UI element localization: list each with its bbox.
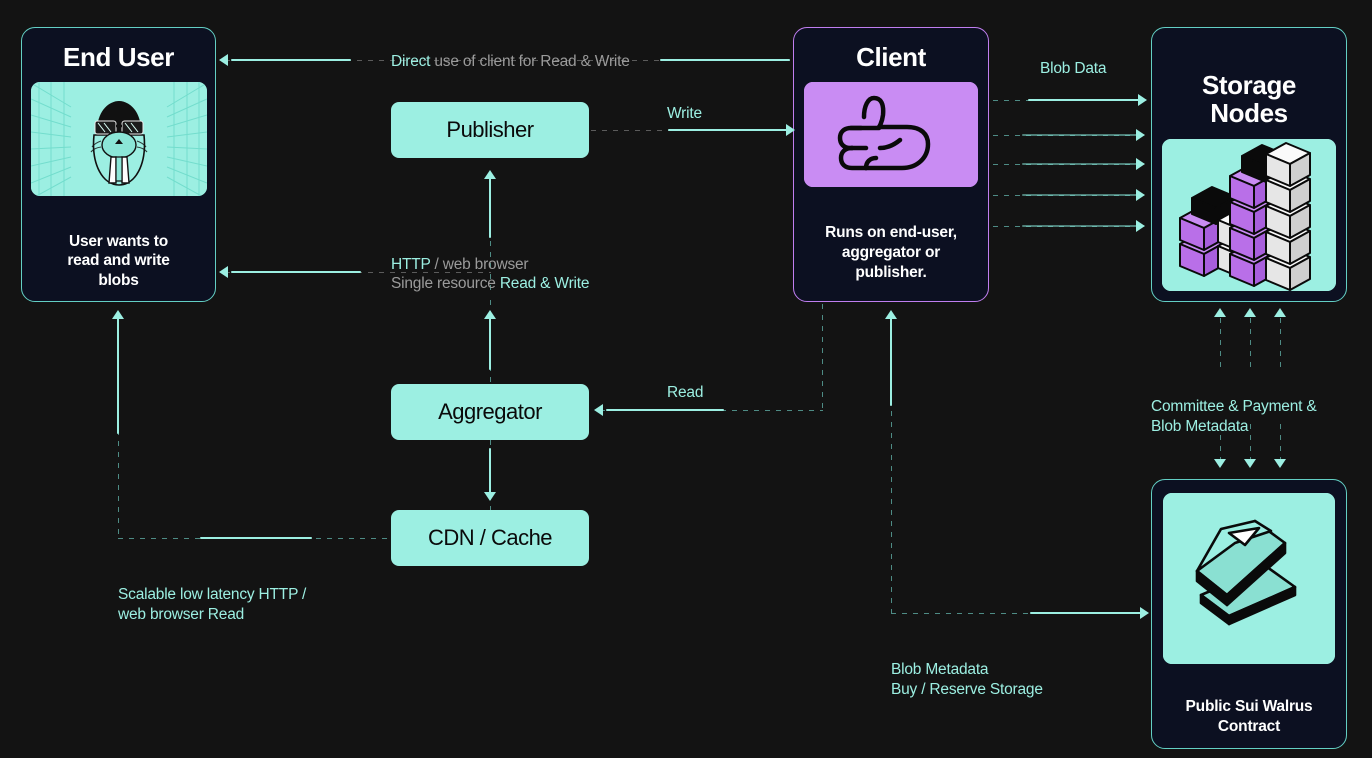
connector-client-to-read-vertical bbox=[822, 304, 823, 411]
connector-http-to-enduser-solid bbox=[231, 271, 361, 273]
arrowhead-enduser-bottom bbox=[112, 310, 124, 319]
card-sui-walrus-contract[interactable]: Public Sui Walrus Contract bbox=[1151, 479, 1347, 749]
connector-cdn-to-enduser-vertical-dashed bbox=[118, 430, 119, 540]
contract-caption: Public Sui Walrus Contract bbox=[1185, 698, 1313, 736]
arrowhead-storage-bottom-1 bbox=[1214, 308, 1226, 317]
client-caption: Runs on end-user, aggregator or publishe… bbox=[825, 223, 957, 281]
cdn-cache-label: CDN / Cache bbox=[427, 525, 553, 550]
connector-http-to-publisher-solid bbox=[489, 178, 491, 238]
arrowhead-storage-bottom-2 bbox=[1244, 308, 1256, 317]
label-scalable-http: Scalable low latency HTTP / web browser … bbox=[118, 585, 307, 624]
arrowhead-storage-4 bbox=[1136, 189, 1145, 201]
arrowhead-contract-top-2 bbox=[1244, 459, 1256, 468]
connector-blob-data-1-solid bbox=[1028, 99, 1141, 101]
arrowhead-storage-3 bbox=[1136, 158, 1145, 170]
label-direct-mint: Direct bbox=[391, 53, 431, 70]
arrowhead-enduser-top bbox=[219, 54, 228, 66]
arrowhead-contract-left bbox=[1140, 607, 1149, 619]
label-blob-metadata-buy: Blob Metadata Buy / Reserve Storage bbox=[891, 660, 1043, 699]
label-http-line1: HTTP / web browser bbox=[391, 255, 529, 276]
connector-client-to-contract-vertical-dashed bbox=[891, 400, 892, 613]
connector-client-to-enduser-solid bbox=[231, 59, 351, 61]
client-title: Client bbox=[856, 42, 926, 72]
connector-client-to-contract-horizontal-solid bbox=[1030, 612, 1142, 614]
connector-committee-contract-2 bbox=[1250, 424, 1251, 462]
arrowhead-cdn-top bbox=[484, 492, 496, 501]
arrowhead-enduser-http bbox=[219, 266, 228, 278]
arrowhead-storage-5 bbox=[1136, 220, 1145, 232]
box-cdn-cache[interactable]: CDN / Cache bbox=[391, 510, 589, 566]
arrowhead-storage-bottom-3 bbox=[1274, 308, 1286, 317]
connector-blob-data-3-solid bbox=[1022, 163, 1140, 165]
connector-aggregator-up-solid bbox=[489, 318, 491, 370]
label-read-write-mint: Read & Write bbox=[499, 275, 590, 292]
connector-aggregator-to-cdn-solid bbox=[489, 448, 491, 496]
connector-publisher-to-client-solid bbox=[668, 129, 788, 131]
connector-client-to-contract-horizontal-dashed bbox=[891, 613, 1144, 614]
connector-storage-committee-1 bbox=[1220, 318, 1221, 368]
connector-blob-data-2-solid bbox=[1022, 134, 1140, 136]
label-blob-data: Blob Data bbox=[1040, 60, 1107, 77]
connector-read-horizontal-solid bbox=[606, 409, 724, 411]
connector-client-to-enduser-dashed bbox=[225, 60, 790, 61]
label-read: Read bbox=[667, 384, 704, 401]
walrus-avatar-icon bbox=[30, 82, 207, 196]
arrowhead-storage-1 bbox=[1138, 94, 1147, 106]
server-stack-icon bbox=[1162, 139, 1336, 291]
label-committee-payment: Committee & Payment & Blob Metadata bbox=[1151, 397, 1317, 436]
arrowhead-storage-2 bbox=[1136, 129, 1145, 141]
box-publisher[interactable]: Publisher bbox=[391, 102, 589, 158]
label-http-line2: Single resource Read & Write bbox=[391, 274, 590, 295]
end-user-caption: User wants to read and write blobs bbox=[67, 232, 170, 290]
label-write: Write bbox=[667, 105, 702, 122]
card-end-user[interactable]: End User bbox=[21, 27, 216, 302]
publisher-label: Publisher bbox=[446, 117, 534, 142]
connector-committee-contract-1 bbox=[1220, 424, 1221, 462]
arrowhead-contract-top-3 bbox=[1274, 459, 1286, 468]
label-direct-gray: use of client for Read & Write bbox=[430, 53, 630, 70]
connector-storage-committee-3 bbox=[1280, 318, 1281, 368]
connector-client-to-contract-vertical-solid bbox=[890, 318, 892, 406]
end-user-title: End User bbox=[63, 42, 174, 72]
connector-blob-data-4-solid bbox=[1022, 194, 1140, 196]
label-direct-use: Direct use of client for Read & Write bbox=[391, 52, 630, 73]
arrowhead-client-bottom bbox=[885, 310, 897, 319]
connector-blob-data-5-solid bbox=[1022, 225, 1140, 227]
aggregator-label: Aggregator bbox=[438, 399, 542, 424]
arrowhead-aggregator-read bbox=[594, 404, 603, 416]
connector-storage-committee-2 bbox=[1250, 318, 1251, 368]
card-storage-nodes[interactable]: Storage Nodes bbox=[1151, 27, 1347, 302]
arrowhead-contract-top-1 bbox=[1214, 459, 1226, 468]
connector-cdn-to-enduser-horizontal-solid bbox=[200, 537, 312, 539]
arrowhead-publisher-bottom bbox=[484, 170, 496, 179]
documents-stack-icon bbox=[1163, 493, 1335, 664]
label-http-gray: / web browser bbox=[430, 256, 529, 273]
label-http-mint: HTTP bbox=[391, 256, 431, 273]
storage-nodes-title: Storage Nodes bbox=[1201, 70, 1296, 129]
connector-http-to-publisher-dashed bbox=[490, 230, 491, 292]
connector-client-to-enduser-solid-2 bbox=[660, 59, 790, 61]
arrowhead-aggregator-up bbox=[484, 310, 496, 319]
card-client[interactable]: Client Runs on end-user, aggregator or p… bbox=[793, 27, 989, 302]
label-single-resource-gray: Single resource bbox=[391, 275, 500, 292]
thumbs-up-icon bbox=[804, 82, 978, 188]
connector-cdn-to-enduser-vertical-solid bbox=[117, 318, 119, 434]
box-aggregator[interactable]: Aggregator bbox=[391, 384, 589, 440]
arrowhead-client-write bbox=[786, 124, 795, 136]
connector-committee-contract-3 bbox=[1280, 424, 1281, 462]
